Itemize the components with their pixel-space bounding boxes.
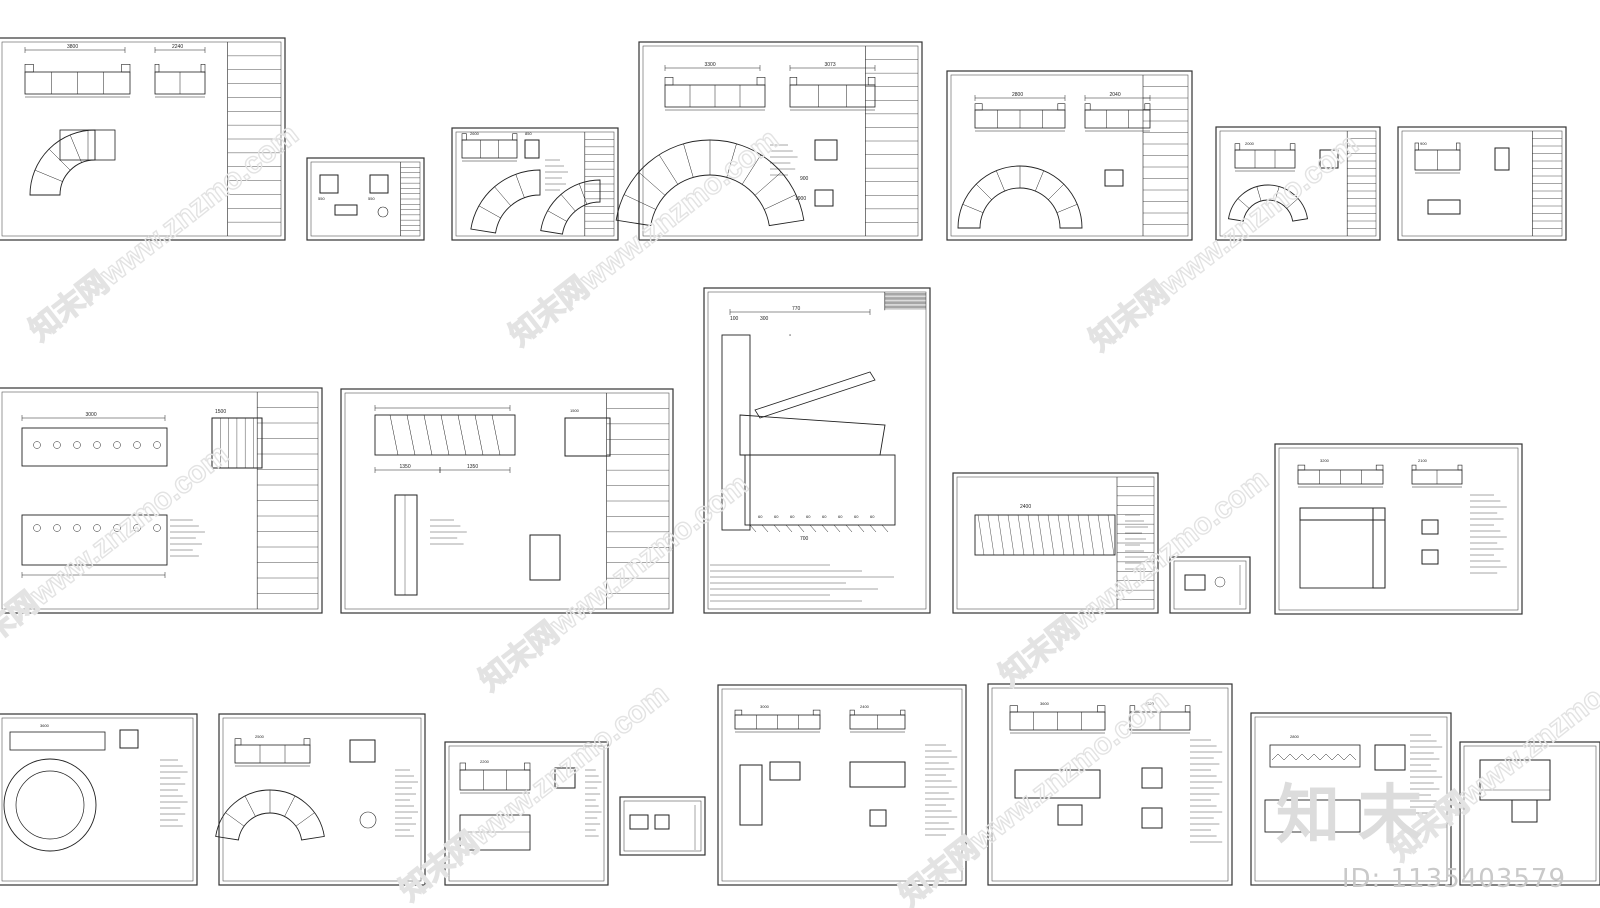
svg-text:3300: 3300 <box>705 62 716 68</box>
watermark-text: 知末网www.znzmo.com <box>0 438 235 668</box>
svg-text:550: 550 <box>318 196 325 201</box>
svg-text:900: 900 <box>800 176 809 182</box>
svg-text:60: 60 <box>806 514 811 519</box>
svg-text:1350: 1350 <box>467 464 478 470</box>
sheet-long-bench: 2400 <box>952 472 1159 614</box>
svg-text:850: 850 <box>525 131 532 136</box>
svg-text:1900: 1900 <box>795 196 806 202</box>
svg-text:60: 60 <box>774 514 779 519</box>
svg-text:2100: 2100 <box>1418 458 1428 463</box>
svg-text:2200: 2200 <box>480 759 490 764</box>
svg-text:2300: 2300 <box>1145 701 1155 706</box>
svg-text:100: 100 <box>730 316 739 322</box>
sheet-section-detail: 770 100 300 700 60 60 60 60 60 60 60 60 <box>703 287 931 614</box>
brand-logo: 知末 <box>1276 779 1440 853</box>
svg-text:60: 60 <box>822 514 827 519</box>
sheet-curved-sofa-a: 2600 850 <box>451 127 619 241</box>
watermark-text: 知末网www.znzmo.com <box>504 123 785 353</box>
sheet-bench-frame: 1350 1350 1500 <box>340 388 674 614</box>
svg-text:3600: 3600 <box>1040 701 1050 706</box>
sheet-sofa-set-plan: 3600 2300 <box>987 683 1233 886</box>
svg-text:3800: 3800 <box>67 44 78 50</box>
svg-text:2400: 2400 <box>860 704 870 709</box>
watermark-text: 知末网www.znzmo.com <box>1084 128 1365 358</box>
id-label: ID: 1135403579 <box>1341 864 1566 894</box>
svg-text:60: 60 <box>854 514 859 519</box>
sheet-sofa-section: 2800 <box>1250 712 1452 886</box>
sheet-armchair: 900 <box>1397 126 1567 241</box>
sheet-tufted-sofa-plan: 3000 1500 <box>0 387 323 614</box>
sheet-round-sofa: 3600 <box>0 713 198 886</box>
watermark-text: 知末网www.znzmo.com <box>474 468 755 698</box>
svg-text:3200: 3200 <box>1320 458 1330 463</box>
sheet-modular-sofa: 3200 2100 <box>1274 443 1523 615</box>
svg-text:900: 900 <box>1420 141 1427 146</box>
svg-text:2040: 2040 <box>1110 92 1121 98</box>
svg-text:3000: 3000 <box>760 704 770 709</box>
watermark-text: 知末网www.znzmo.com <box>994 463 1275 693</box>
svg-text:60: 60 <box>838 514 843 519</box>
svg-text:550: 550 <box>368 196 375 201</box>
svg-text:1350: 1350 <box>400 464 411 470</box>
svg-text:3600: 3600 <box>40 723 50 728</box>
svg-text:3000: 3000 <box>86 412 97 418</box>
sheet-chesterfield: 2000 <box>1215 126 1381 241</box>
sheet-small-detail <box>1169 556 1251 614</box>
svg-text:60: 60 <box>870 514 875 519</box>
sheet-sofa-elevation: 2200 <box>444 741 609 886</box>
sheet-sectional-set: 3000 2400 <box>717 684 967 886</box>
svg-text:700: 700 <box>800 536 809 542</box>
watermark-text: 知末网www.znzmo.com <box>894 683 1175 908</box>
svg-text:60: 60 <box>790 514 795 519</box>
sheet-mini-detail <box>619 796 706 856</box>
sheet-curved-sofa-b: 2800 2040 <box>946 70 1193 241</box>
svg-text:770: 770 <box>792 306 801 312</box>
svg-text:1500: 1500 <box>570 408 580 413</box>
watermark-text: 知末网www.znzmo.com <box>24 118 305 348</box>
sheet-partial-right <box>1459 741 1600 886</box>
watermark-text: 知末网www.znzmo.com <box>394 678 675 908</box>
svg-text:2600: 2600 <box>470 131 480 136</box>
sheet-small-stool: 550 550 <box>306 157 425 241</box>
sheet-corner-sofa-plan: 3800 2240 <box>0 37 286 241</box>
svg-text:2240: 2240 <box>172 44 183 50</box>
svg-text:2800: 2800 <box>1290 734 1300 739</box>
svg-text:2000: 2000 <box>1245 141 1255 146</box>
svg-text:3073: 3073 <box>825 62 836 68</box>
sheet-curved-sofa-c: 2500 <box>215 713 426 886</box>
svg-text:2400: 2400 <box>1020 504 1031 510</box>
svg-text:1500: 1500 <box>215 409 226 415</box>
svg-text:60: 60 <box>758 514 763 519</box>
sheet-arc-sofa-plan: 3300 3073 900 1900 <box>615 41 923 241</box>
svg-text:2800: 2800 <box>1012 92 1023 98</box>
svg-text:2500: 2500 <box>255 734 265 739</box>
svg-text:300: 300 <box>760 316 769 322</box>
